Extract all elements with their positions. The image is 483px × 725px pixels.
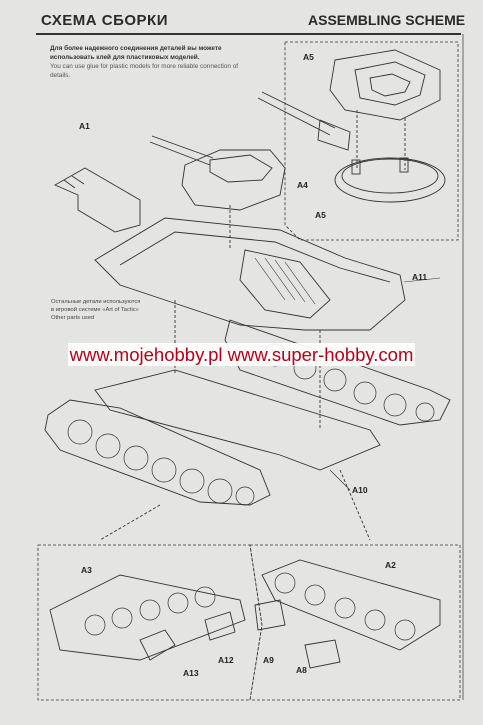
watermark-text: www.mojehobby.pl www.super-hobby.com: [67, 343, 416, 366]
header-divider: [36, 33, 461, 35]
lower-hull-part: [94, 369, 381, 471]
track-left-part: [49, 574, 246, 661]
title-english: ASSEMBLING SCHEME: [308, 12, 466, 28]
hull-top-part: [94, 217, 406, 331]
label-a11: A11: [412, 272, 428, 282]
label-a12: A12: [218, 655, 234, 665]
label-a3: A3: [81, 565, 92, 575]
track-right-part: [261, 559, 441, 651]
other-parts-note: Остальные детали используются в игровой …: [51, 298, 141, 322]
glue-note-ru: Для более надежного соединения деталей в…: [50, 45, 222, 61]
label-a10: A10: [352, 485, 368, 495]
turret-top-part: [329, 49, 441, 121]
title-russian: СХЕМА СБОРКИ: [41, 12, 168, 29]
track-left-upper: [44, 399, 271, 506]
side-skirt-part: [53, 167, 141, 233]
label-a8: A8: [296, 665, 307, 675]
watermark: www.mojehobby.pl www.super-hobby.com: [0, 343, 483, 366]
label-a13: A13: [183, 668, 199, 678]
turret-inset-frame: [284, 41, 459, 241]
label-a4: A4: [297, 180, 308, 190]
label-a2: A2: [385, 560, 396, 570]
other-parts-note-en: Other parts used: [51, 315, 95, 321]
glue-note: Для более надежного соединения деталей в…: [50, 44, 250, 80]
other-parts-note-ru: Остальные детали используются в игровой …: [51, 299, 141, 313]
main-turret: [181, 149, 286, 211]
glue-note-en: You can use glue for plastic models for …: [50, 63, 239, 79]
label-a9: A9: [263, 655, 274, 665]
label-a5-top: A5: [303, 52, 314, 62]
label-a1: A1: [79, 121, 90, 131]
label-a5-bottom: A5: [315, 210, 326, 220]
